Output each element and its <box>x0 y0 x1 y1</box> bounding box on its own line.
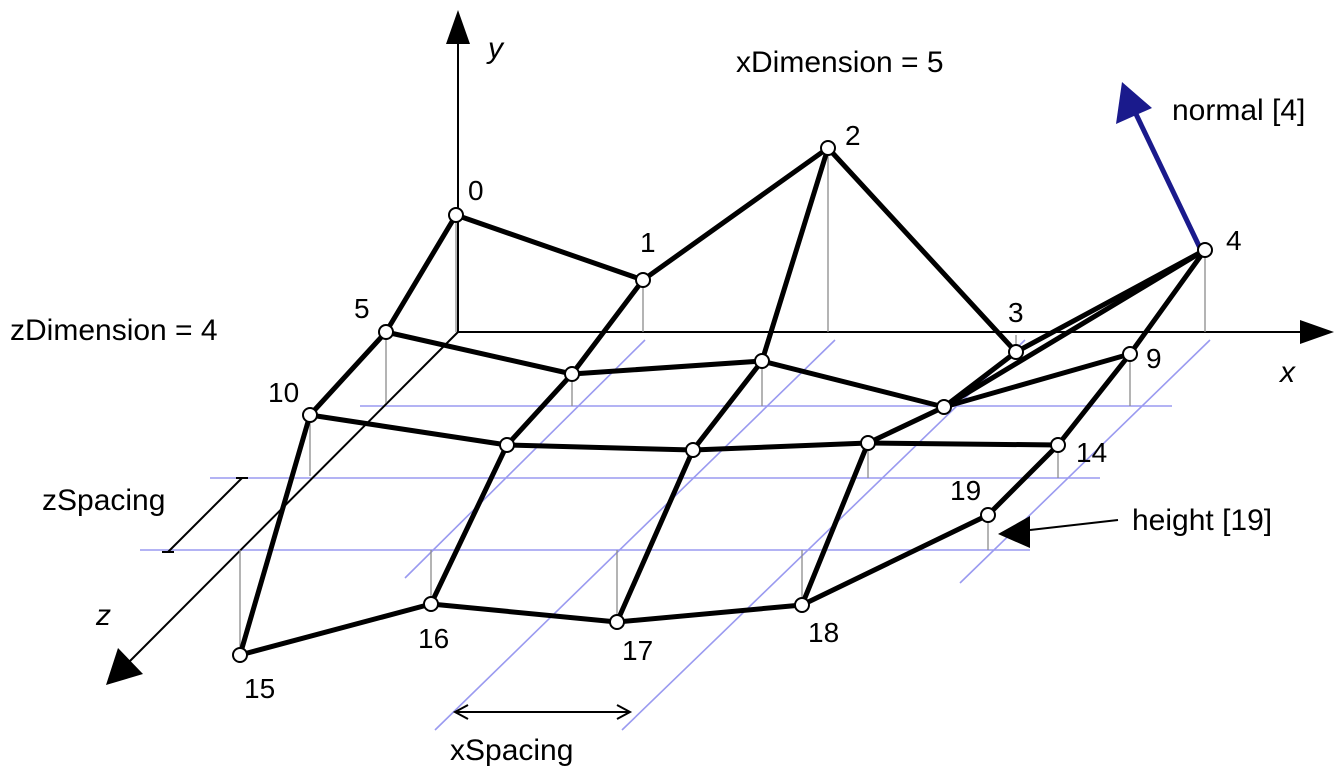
vertex-label-18: 18 <box>808 617 839 648</box>
x-axis-label: x <box>1278 356 1296 389</box>
vertex-label-10: 10 <box>268 377 299 408</box>
grid-lines-z <box>404 339 1211 731</box>
vertex-4 <box>1197 242 1213 258</box>
vertex-label-3: 3 <box>1008 297 1024 328</box>
vertex-label-2: 2 <box>845 120 861 151</box>
vertex-2 <box>820 140 836 156</box>
vertex-5 <box>378 324 394 340</box>
height-label: height [19] <box>1132 504 1272 537</box>
normal-label: normal [4] <box>1172 94 1305 127</box>
z-axis-arrowhead <box>106 648 143 685</box>
vertex-1 <box>635 272 651 288</box>
vertex-12 <box>685 442 701 458</box>
z-spacing-indicator <box>162 477 248 553</box>
y-axis-arrowhead <box>446 10 470 44</box>
x-spacing-label: xSpacing <box>450 734 573 767</box>
vertex-10 <box>302 407 318 423</box>
vertex-16 <box>423 596 439 612</box>
mesh-vertices <box>232 140 1213 663</box>
vertex-7 <box>754 353 770 369</box>
x-dimension-label: xDimension = 5 <box>736 46 944 79</box>
vertex-label-0: 0 <box>468 175 484 206</box>
vertex-label-1: 1 <box>640 227 656 258</box>
y-axis-label: y <box>486 32 505 65</box>
vertex-label-17: 17 <box>622 635 653 666</box>
vertex-15 <box>232 647 248 663</box>
vertex-19 <box>980 507 996 523</box>
vertex-label-19: 19 <box>950 475 981 506</box>
vertex-17 <box>609 614 625 630</box>
vertex-label-5: 5 <box>354 293 370 324</box>
z-dimension-label: zDimension = 4 <box>10 314 218 347</box>
vertex-9 <box>1122 346 1138 362</box>
vertex-14 <box>1050 437 1066 453</box>
mesh-edges <box>237 145 1208 658</box>
axes <box>106 10 1334 685</box>
vertex-6 <box>564 366 580 382</box>
z-axis-label: z <box>95 599 111 632</box>
vertex-label-9: 9 <box>1146 343 1162 374</box>
vertex-label-14: 14 <box>1076 437 1107 468</box>
grid-lines-x <box>140 405 1172 551</box>
vertex-3 <box>1008 344 1024 360</box>
vertex-label-15: 15 <box>244 673 275 704</box>
vertex-18 <box>794 597 810 613</box>
z-spacing-label: zSpacing <box>42 484 165 517</box>
x-spacing-indicator <box>452 704 633 720</box>
normal-vector-arrow <box>1116 82 1203 250</box>
vertex-0 <box>448 207 464 223</box>
height-pointer-arrow <box>998 516 1119 548</box>
vertex-label-4: 4 <box>1226 225 1242 256</box>
x-axis-arrowhead <box>1300 320 1334 344</box>
vertex-8 <box>936 399 952 415</box>
vertex-11 <box>499 437 515 453</box>
z-axis <box>127 331 459 664</box>
vertex-13 <box>860 435 876 451</box>
vertex-label-16: 16 <box>418 623 449 654</box>
